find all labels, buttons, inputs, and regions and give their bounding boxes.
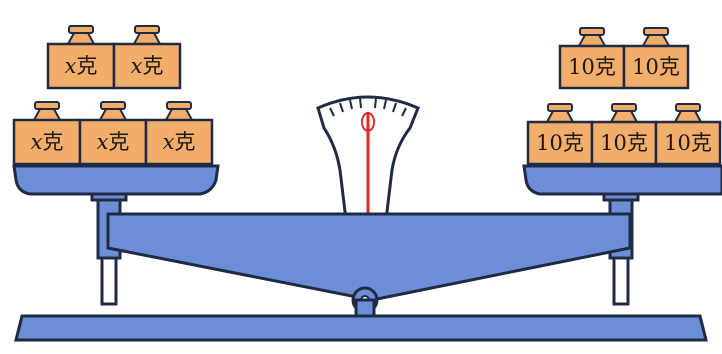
- right-weights: 10克 10克 10克 10克 10克: [528, 28, 720, 164]
- weight-label: 10克: [568, 55, 616, 79]
- weight-knob-cap: [548, 104, 572, 111]
- weight-knob-neck: [579, 35, 605, 46]
- weight-label: 10克: [632, 55, 680, 79]
- left-weight-top-2: x克: [114, 26, 180, 88]
- weight-knob-cap: [101, 102, 125, 109]
- weight-knob-cap: [644, 28, 668, 35]
- weight-knob-neck: [643, 35, 669, 46]
- weight-label: 10克: [536, 131, 584, 155]
- weight-label: 10克: [600, 131, 648, 155]
- weight-knob-neck: [68, 33, 94, 44]
- right-pan: [524, 166, 722, 194]
- weight-knob-cap: [167, 102, 191, 109]
- left-weight-bottom-2: x克: [80, 102, 146, 164]
- weight-variable: x: [163, 130, 175, 154]
- weight-knob-neck: [547, 111, 573, 122]
- left-post-lower: [102, 258, 116, 304]
- weight-label: x克: [65, 54, 98, 78]
- right-weight-bottom-3: 10克: [656, 104, 720, 164]
- weight-unit: 克: [76, 54, 97, 78]
- right-post-lower: [614, 258, 628, 304]
- weight-unit: 克: [174, 130, 195, 154]
- weight-variable: x: [131, 54, 143, 78]
- balance-beam: [108, 214, 630, 300]
- weight-knob-cap: [612, 104, 636, 111]
- right-weight-bottom-1: 10克: [528, 104, 592, 164]
- weight-knob-cap: [69, 26, 93, 33]
- weight-knob-cap: [35, 102, 59, 109]
- weight-label: x克: [131, 54, 164, 78]
- weight-knob-neck: [611, 111, 637, 122]
- weight-unit: 克: [142, 54, 163, 78]
- weight-knob-neck: [100, 109, 126, 120]
- weight-variable: x: [97, 130, 109, 154]
- right-weight-top-1: 10克: [560, 28, 624, 88]
- weight-knob-neck: [134, 33, 160, 44]
- right-weight-bottom-2: 10克: [592, 104, 656, 164]
- weight-variable: x: [65, 54, 77, 78]
- weight-knob-neck: [166, 109, 192, 120]
- left-pan: [14, 166, 218, 194]
- weight-label: x克: [163, 130, 196, 154]
- right-weight-top-2: 10克: [624, 28, 688, 88]
- weight-variable: x: [31, 130, 43, 154]
- weight-label: x克: [97, 130, 130, 154]
- weight-knob-cap: [580, 28, 604, 35]
- weight-knob-cap: [135, 26, 159, 33]
- left-weight-top-1: x克: [48, 26, 114, 88]
- weight-knob-neck: [34, 109, 60, 120]
- weight-knob-neck: [675, 111, 701, 122]
- pivot-support: [356, 300, 374, 316]
- weight-unit: 克: [42, 130, 63, 154]
- weight-label: 10克: [664, 131, 712, 155]
- weight-label: x克: [31, 130, 64, 154]
- weight-unit: 克: [108, 130, 129, 154]
- left-weight-bottom-3: x克: [146, 102, 212, 164]
- weight-knob-cap: [676, 104, 700, 111]
- left-weight-bottom-1: x克: [14, 102, 80, 164]
